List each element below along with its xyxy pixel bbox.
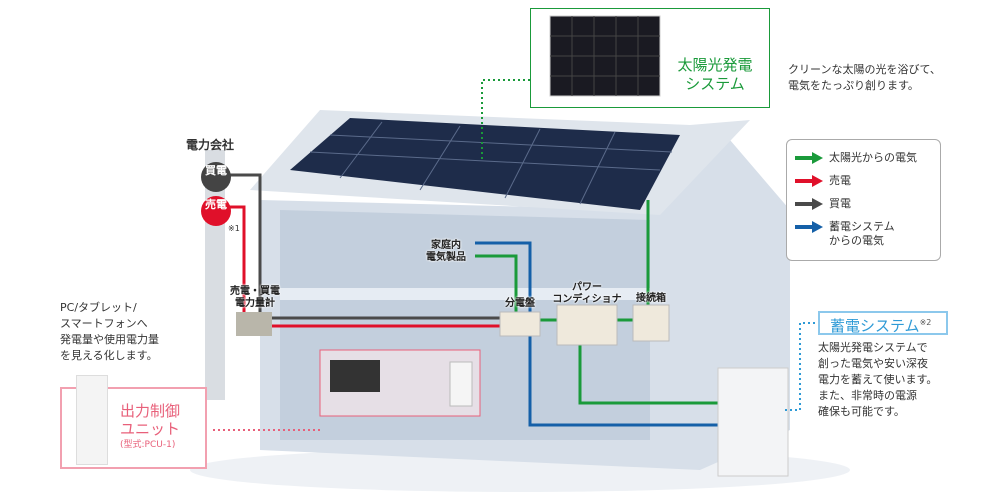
legend-storage: 蓄電システムからの電気 — [795, 220, 932, 248]
meter-label: 売電・買電電力量計 — [222, 286, 288, 310]
note-1: ※1 — [228, 224, 240, 233]
legend-label: 売電 — [829, 174, 851, 187]
cu-title-line1: 出力制御 — [120, 402, 181, 420]
green-wire-3 — [475, 254, 518, 312]
blue-arrow-icon — [795, 221, 823, 233]
appliances-line2: 電気製品 — [426, 252, 466, 263]
blue-wire-2 — [528, 335, 718, 427]
floor-divider — [280, 288, 650, 300]
meter-label-line2: 電力量計 — [235, 298, 275, 309]
tablet — [330, 360, 380, 392]
pcs-line2: コンディショナ — [552, 294, 622, 305]
legend-label: からの電気 — [829, 234, 884, 247]
solar-box — [530, 8, 770, 108]
cu-model: (型式:PCU-1) — [120, 440, 176, 450]
green-arrow-icon — [795, 152, 823, 164]
solar-pointer — [481, 79, 530, 160]
power-meter — [236, 312, 272, 336]
sell-wire — [228, 205, 246, 312]
solar-desc-line1: クリーンな太陽の光を浴びて、 — [788, 63, 941, 76]
meter-label-line1: 売電・買電 — [230, 286, 280, 297]
storage-desc-line: 電力を蓄えて使います。 — [818, 373, 938, 386]
power-company-label: 電力会社 — [186, 138, 235, 152]
solar-description: クリーンな太陽の光を浴びて、 電気をたっぷり創ります。 — [788, 62, 941, 94]
control-unit-image — [76, 375, 108, 465]
legend-solar: 太陽光からの電気 — [795, 151, 932, 165]
mon-line2: スマートフォンへ — [60, 317, 148, 330]
storage-title: 蓄電システム — [830, 317, 920, 335]
solar-desc-line2: 電気をたっぷり創ります。 — [788, 79, 919, 92]
appliances-label: 家庭内電気製品 — [420, 240, 472, 264]
solar-panel-cells — [550, 16, 660, 96]
solar-title-line1: 太陽光発電 — [677, 56, 753, 74]
monitoring-description: PC/タブレット/ スマートフォンへ 発電量や使用電力量 を見える化します。 — [60, 300, 159, 364]
note-2: ※2 — [919, 318, 932, 327]
junction-box — [632, 304, 670, 342]
pcs-line1: パワー — [572, 282, 602, 293]
storage-pointer — [785, 322, 818, 411]
storage-desc-line: また、非常時の電源 — [818, 389, 917, 402]
gray-arrow-icon — [795, 198, 823, 210]
storage-battery — [717, 367, 789, 477]
buy-badge: 買電 — [201, 162, 231, 192]
legend-label: 太陽光からの電気 — [829, 151, 917, 164]
sell-badge: 売電 — [201, 196, 231, 226]
appliances-line1: 家庭内 — [431, 240, 461, 251]
storage-desc-line: 創った電気や安い深夜 — [818, 357, 928, 370]
control-unit-title: 出力制御 ユニット (型式:PCU-1) — [120, 402, 180, 452]
mon-line3: 発電量や使用電力量 — [60, 333, 159, 346]
red-arrow-icon — [795, 175, 823, 187]
storage-description: 太陽光発電システムで 創った電気や安い深夜 電力を蓄えて使います。 また、非常時… — [818, 340, 937, 420]
distribution-board — [499, 311, 541, 337]
roof-solar-panels — [290, 118, 680, 210]
legend-label: 買電 — [829, 197, 851, 210]
legend-buy: 買電 — [795, 197, 932, 211]
green-wire-4 — [578, 340, 718, 405]
blue-wire-1 — [475, 241, 532, 312]
storage-desc-line: 確保も可能です。 — [818, 405, 905, 418]
mon-line1: PC/タブレット/ — [60, 301, 137, 314]
control-unit-small — [449, 361, 473, 407]
buy-wire — [228, 173, 262, 312]
panel-grid — [309, 121, 673, 205]
solar-title: 太陽光発電 システム — [665, 56, 765, 94]
legend: 太陽光からの電気 売電 買電 蓄電システムからの電気 — [786, 139, 941, 261]
distribution-board-label: 分電盤 — [505, 298, 535, 309]
mon-line4: を見える化します。 — [60, 349, 158, 362]
power-conditioner — [556, 304, 618, 346]
storage-desc-line: 太陽光発電システムで — [818, 341, 928, 354]
legend-sell: 売電 — [795, 174, 932, 188]
legend-label: 蓄電システム — [829, 220, 895, 233]
power-conditioner-label: パワーコンディショナ — [550, 282, 624, 306]
storage-title-box: 蓄電システム※2 — [818, 311, 948, 335]
solar-title-line2: システム — [685, 75, 745, 93]
cu-title-line2: ユニット — [120, 420, 181, 438]
junction-box-label: 接続箱 — [636, 293, 666, 304]
